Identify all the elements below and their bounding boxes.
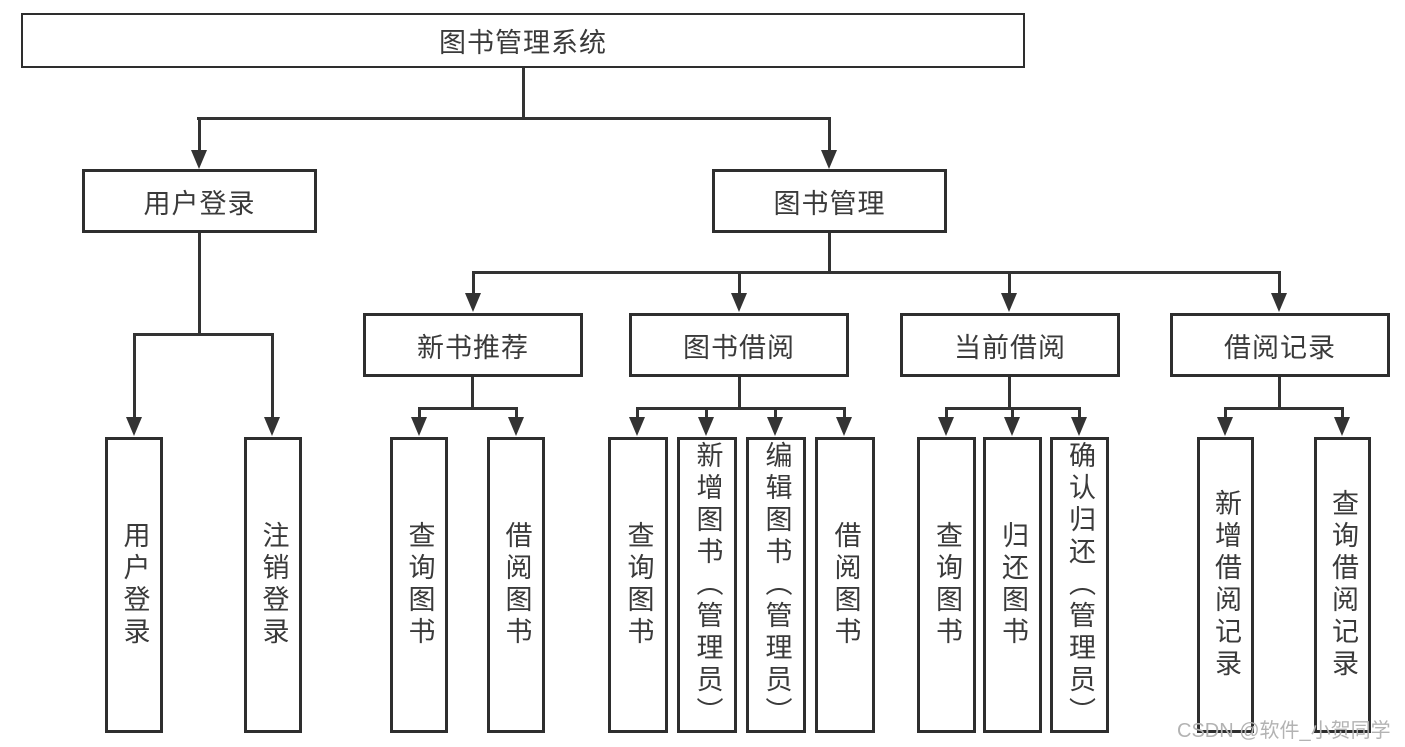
connector-line <box>472 271 475 296</box>
leaf-add-borrow-record: 新增借阅记录 <box>1197 437 1254 733</box>
node-label: 图书管理系统 <box>439 28 607 58</box>
connector-line <box>1278 377 1281 408</box>
node-current-borrowing: 当前借阅 <box>900 313 1120 377</box>
csdn-watermark: CSDN @软件_小贺同学 <box>1177 720 1391 742</box>
arrowhead-icon <box>411 417 427 436</box>
node-label: 用户登录 <box>143 188 256 219</box>
node-label: 注销登录 <box>258 521 289 649</box>
connector-line <box>271 333 274 420</box>
connector-line <box>1008 377 1011 408</box>
node-label: 查询图书 <box>404 521 435 649</box>
leaf-logout: 注销登录 <box>244 437 302 733</box>
connector-line <box>1011 407 1014 421</box>
node-label: 新增图书（管理员） <box>692 441 723 729</box>
node-label: 用户登录 <box>119 521 150 649</box>
leaf-return-books: 归还图书 <box>983 437 1042 733</box>
arrowhead-icon <box>836 417 852 436</box>
node-user-login: 用户登录 <box>82 169 317 233</box>
arrowhead-icon <box>938 417 954 436</box>
connector-line <box>1341 407 1344 421</box>
leaf-add-books-admin: 新增图书（管理员） <box>677 437 737 733</box>
node-label: 查询图书 <box>623 521 654 649</box>
connector-line <box>515 407 518 421</box>
arrowhead-icon <box>731 293 747 312</box>
arrowhead-icon <box>629 417 645 436</box>
connector-line <box>197 117 831 120</box>
connector-line <box>418 407 421 421</box>
node-label: 查询借阅记录 <box>1328 489 1358 681</box>
leaf-query-books-borrowing: 查询图书 <box>608 437 668 733</box>
connector-line <box>1278 271 1281 296</box>
arrowhead-icon <box>1001 293 1017 312</box>
connector-line <box>1008 271 1011 296</box>
node-book-management: 图书管理 <box>712 169 947 233</box>
node-label: 查询图书 <box>932 521 962 649</box>
arrowhead-icon <box>1334 417 1350 436</box>
leaf-borrow-books: 借阅图书 <box>815 437 875 733</box>
leaf-edit-books-admin: 编辑图书（管理员） <box>746 437 806 733</box>
arrowhead-icon <box>1004 417 1020 436</box>
node-label: 新增借阅记录 <box>1211 489 1241 681</box>
node-book-borrowing: 图书借阅 <box>629 313 849 377</box>
node-label: 借阅图书 <box>830 521 861 649</box>
arrowhead-icon <box>264 417 280 436</box>
arrowhead-icon <box>1217 417 1233 436</box>
leaf-query-borrow-record: 查询借阅记录 <box>1314 437 1371 733</box>
connector-line <box>945 407 948 421</box>
arrowhead-icon <box>508 417 524 436</box>
connector-line <box>1224 407 1227 421</box>
node-label: 新书推荐 <box>417 332 529 363</box>
node-label: 当前借阅 <box>954 332 1066 363</box>
connector-line <box>522 68 525 118</box>
node-borrowing-records: 借阅记录 <box>1170 313 1390 377</box>
connector-line <box>1225 407 1343 410</box>
node-label: 确认归还（管理员） <box>1065 441 1095 729</box>
node-label: 归还图书 <box>998 521 1028 649</box>
connector-line <box>133 333 274 336</box>
connector-line <box>705 407 708 421</box>
node-library-management-system: 图书管理系统 <box>21 13 1025 68</box>
connector-line <box>738 271 741 296</box>
connector-line <box>473 271 1281 274</box>
leaf-confirm-return-admin: 确认归还（管理员） <box>1050 437 1109 733</box>
leaf-borrow-books-recommend: 借阅图书 <box>487 437 545 733</box>
connector-line <box>133 333 136 420</box>
arrowhead-icon <box>465 293 481 312</box>
arrowhead-icon <box>698 417 714 436</box>
connector-line <box>471 377 474 408</box>
connector-line <box>774 407 777 421</box>
node-new-book-recommendation: 新书推荐 <box>363 313 583 377</box>
connector-line <box>198 233 201 333</box>
connector-line <box>636 407 639 421</box>
connector-line <box>828 117 831 153</box>
arrowhead-icon <box>1071 417 1087 436</box>
arrowhead-icon <box>821 150 837 169</box>
connector-line <box>738 377 741 408</box>
connector-line <box>843 407 846 421</box>
connector-line <box>828 233 831 272</box>
node-label: 借阅图书 <box>501 521 532 649</box>
leaf-query-books-current: 查询图书 <box>917 437 976 733</box>
node-label: 图书管理 <box>773 188 886 219</box>
connector-line <box>198 117 201 153</box>
leaf-query-books-recommend: 查询图书 <box>390 437 448 733</box>
connector-line <box>419 407 517 410</box>
arrowhead-icon <box>126 417 142 436</box>
node-label: 编辑图书（管理员） <box>761 441 792 729</box>
arrowhead-icon <box>191 150 207 169</box>
leaf-user-login: 用户登录 <box>105 437 163 733</box>
connector-line <box>638 407 846 410</box>
connector-line <box>1078 407 1081 421</box>
node-label: 图书借阅 <box>683 332 795 363</box>
arrowhead-icon <box>767 417 783 436</box>
node-label: 借阅记录 <box>1224 332 1336 363</box>
arrowhead-icon <box>1271 293 1287 312</box>
